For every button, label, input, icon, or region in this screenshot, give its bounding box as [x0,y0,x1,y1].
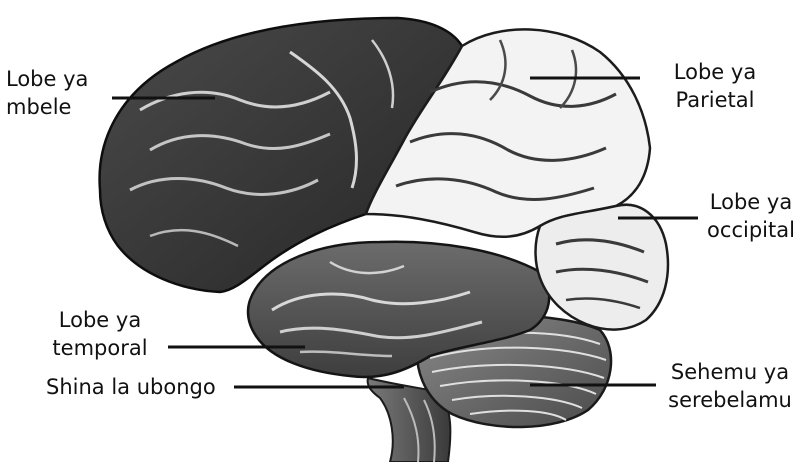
label-cerebellum-line2: serebelamu [658,386,802,414]
label-frontal-lobe: Lobe ya mbele [6,65,88,121]
label-occipital-line1: Lobe ya [700,188,802,216]
label-temporal-line1: Lobe ya [40,306,160,334]
label-temporal-line2: temporal [40,334,160,362]
occipital-lobe-region [536,205,668,330]
label-parietal-line1: Lobe ya [655,58,775,86]
label-parietal-lobe: Lobe ya Parietal [655,58,775,114]
label-cerebellum-line1: Sehemu ya [658,358,802,386]
label-brainstem: Shina la ubongo [46,373,216,401]
label-brainstem-line1: Shina la ubongo [46,373,216,401]
label-occipital-lobe: Lobe ya occipital [700,188,802,244]
label-occipital-line2: occipital [700,216,802,244]
label-cerebellum: Sehemu ya serebelamu [658,358,802,414]
label-frontal-line1: Lobe ya [6,65,88,93]
label-temporal-lobe: Lobe ya temporal [40,306,160,362]
label-frontal-line2: mbele [6,93,88,121]
label-parietal-line2: Parietal [655,86,775,114]
